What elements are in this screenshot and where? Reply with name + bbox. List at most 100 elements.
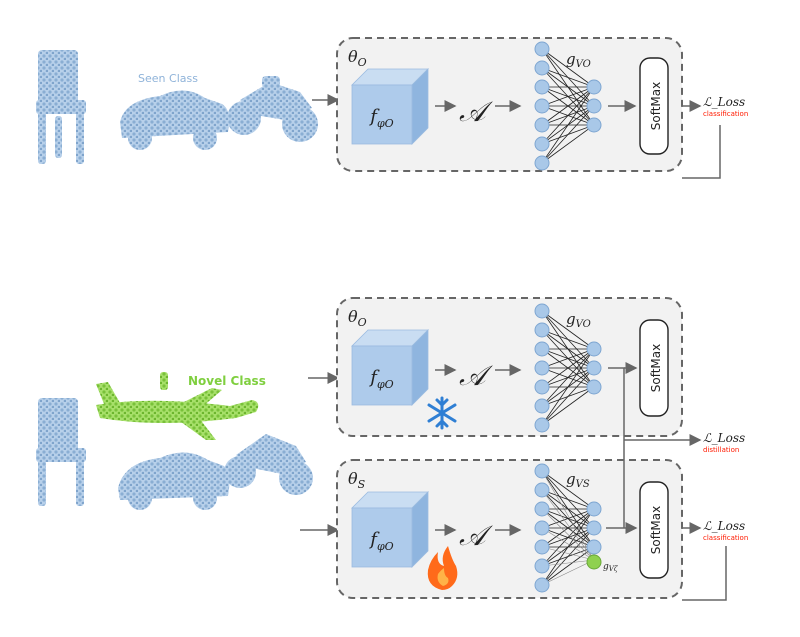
output-neuron xyxy=(586,360,602,376)
softmax-block: SoftMax xyxy=(639,481,669,579)
network-edge xyxy=(541,527,595,586)
network-edge xyxy=(541,348,595,369)
encoder-cube: fφO xyxy=(351,491,429,568)
output-neuron xyxy=(586,520,602,536)
novel-class-label: Novel Class xyxy=(188,374,266,388)
input-neuron xyxy=(534,117,550,133)
input-neuron xyxy=(534,482,550,498)
loss-sublabel: distillation xyxy=(703,446,739,454)
snowflake-icon xyxy=(427,396,457,430)
network-edge xyxy=(541,348,595,426)
loss-label: ℒ_Loss xyxy=(703,95,745,109)
network-edge xyxy=(541,86,595,107)
classifier-network xyxy=(534,463,602,593)
network-edge xyxy=(541,329,595,350)
network-edge xyxy=(541,310,595,350)
network-edge xyxy=(541,508,595,586)
input-neuron xyxy=(534,379,550,395)
input-neuron xyxy=(534,341,550,357)
input-neuron xyxy=(534,539,550,555)
input-neuron xyxy=(534,155,550,171)
softmax-label: SoftMax xyxy=(649,506,663,555)
network-edge xyxy=(541,489,595,561)
loss-label: ℒ_Loss xyxy=(703,519,745,533)
old-model-box-bottom: θO fφO 𝒜 gVO SoftMax xyxy=(336,297,683,437)
softmax-block: SoftMax xyxy=(639,319,669,417)
input-neuron xyxy=(534,98,550,114)
output-neuron xyxy=(586,379,602,395)
output-neuron xyxy=(586,98,602,114)
network-edge xyxy=(541,348,595,407)
input-neuron xyxy=(534,417,550,433)
input-neuron xyxy=(534,501,550,517)
output-neuron xyxy=(586,117,602,133)
input-neuron xyxy=(534,520,550,536)
flame-icon xyxy=(427,546,458,590)
network-edge xyxy=(541,86,595,145)
loss-sublabel: classification xyxy=(703,110,748,118)
input-neuron xyxy=(534,136,550,152)
input-neuron xyxy=(534,398,550,414)
network-edge xyxy=(541,508,595,548)
chair-pointcloud xyxy=(36,398,86,506)
output-neuron xyxy=(586,79,602,95)
network-edge xyxy=(541,508,595,529)
car-pointcloud xyxy=(118,452,230,510)
car-pointcloud xyxy=(120,90,230,150)
new-class-neuron xyxy=(586,554,602,570)
network-edge xyxy=(541,386,595,426)
network-edge xyxy=(541,67,595,88)
input-neuron xyxy=(534,79,550,95)
network-edge xyxy=(541,559,595,567)
input-neuron xyxy=(534,303,550,319)
input-neuron xyxy=(534,360,550,376)
bottom-connectors xyxy=(606,362,727,601)
softmax-label: SoftMax xyxy=(649,344,663,393)
network-edge xyxy=(541,470,595,510)
network-edge xyxy=(541,348,595,388)
network-edge xyxy=(541,48,595,88)
input-neuron xyxy=(534,577,550,593)
softmax-block: SoftMax xyxy=(639,57,669,155)
classifier-network xyxy=(534,41,602,171)
airplane-pointcloud xyxy=(96,372,259,440)
network-edge xyxy=(541,86,595,126)
feedback-line-top xyxy=(682,125,721,179)
input-neuron xyxy=(534,558,550,574)
network-edge xyxy=(541,559,595,586)
network-edge xyxy=(541,105,595,164)
top-loss: ℒ_Loss classification xyxy=(703,95,748,118)
bottom-loss: ℒ_Loss classification xyxy=(703,519,748,542)
encoder-cube: fφO xyxy=(351,329,429,406)
old-model-box-top: θO fφO 𝒜 gVO SoftMax xyxy=(336,37,683,172)
network-edge xyxy=(541,508,595,567)
network-edge xyxy=(541,546,595,561)
chair-pointcloud xyxy=(36,50,86,164)
network-edge xyxy=(541,470,595,561)
input-neuron xyxy=(534,322,550,338)
motorbike-pointcloud xyxy=(224,434,313,495)
input-neuron xyxy=(534,60,550,76)
motorbike-pointcloud xyxy=(227,76,318,142)
output-neuron xyxy=(586,501,602,517)
softmax-label: SoftMax xyxy=(649,82,663,131)
network-edge xyxy=(541,86,595,164)
output-neuron xyxy=(586,341,602,357)
network-edge xyxy=(541,124,595,164)
new-model-box: θS fφO 𝒜 gVS gVζ SoftMax xyxy=(336,459,683,599)
input-neuron xyxy=(534,41,550,57)
classifier-network xyxy=(534,303,602,433)
mid-loss: ℒ_Loss distillation xyxy=(703,431,745,454)
network-edge xyxy=(541,508,595,561)
new-neuron-label: gVζ xyxy=(603,562,619,573)
loss-label: ℒ_Loss xyxy=(703,431,745,445)
network-edge xyxy=(541,527,595,561)
network-edge xyxy=(541,367,595,426)
loss-sublabel: classification xyxy=(703,534,748,542)
input-neuron xyxy=(534,463,550,479)
top-pointclouds: Seen Class xyxy=(36,50,318,164)
bottom-pointclouds: Novel Class xyxy=(36,372,313,510)
seen-class-label: Seen Class xyxy=(138,72,198,85)
encoder-cube: fφO xyxy=(351,68,429,145)
